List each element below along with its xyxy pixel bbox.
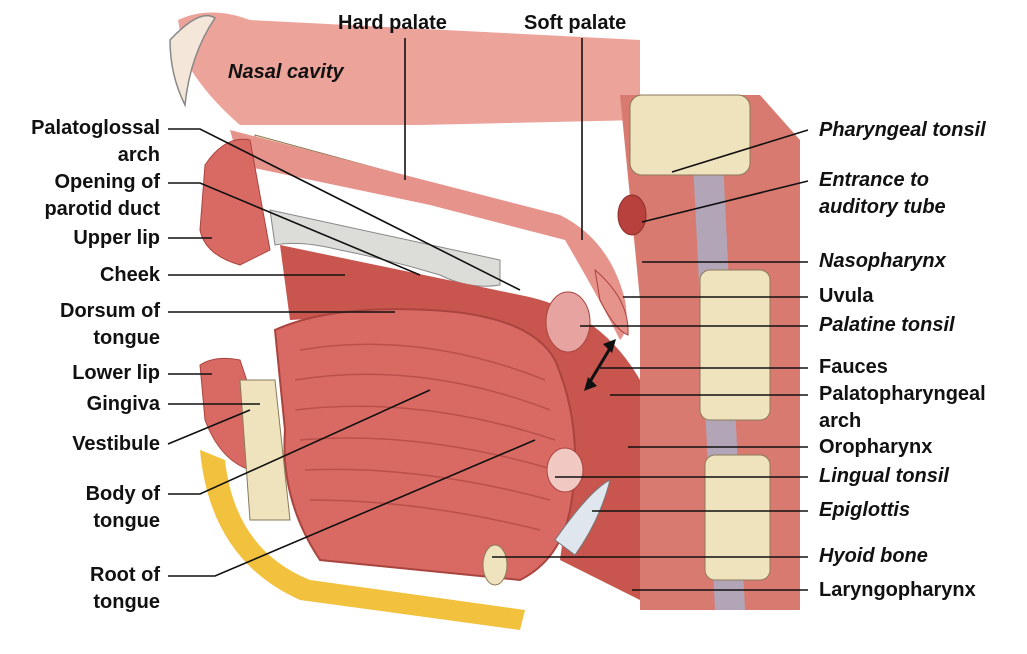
label-parotid-duct: Opening of parotid duct	[0, 169, 160, 223]
label-body-line2: tongue	[93, 510, 160, 532]
hyoid-bone-shape	[482, 544, 508, 586]
leader-lines	[167, 38, 809, 591]
epiglottis-shape	[554, 479, 611, 556]
tongue-shape	[273, 308, 576, 582]
uvula-shape	[594, 268, 629, 336]
label-palatine-tonsil: Palatine tonsil	[819, 314, 955, 336]
label-parotid-line2: parotid duct	[44, 198, 160, 220]
label-lingual-tonsil: Lingual tonsil	[819, 465, 949, 487]
vertebra-1	[699, 269, 771, 421]
vertebra-top	[629, 94, 751, 176]
label-dorsum-of-tongue: Dorsum of tongue	[0, 298, 160, 352]
palate-mucosa	[230, 130, 627, 340]
label-palatopharyngeal-line1: Palatopharyngeal	[819, 383, 986, 405]
leader-root	[168, 439, 536, 577]
label-nasopharynx: Nasopharynx	[819, 250, 946, 272]
label-parotid-line1: Opening of	[54, 171, 160, 193]
label-root-line1: Root of	[90, 564, 160, 586]
label-palatopharyngeal-line2: arch	[819, 410, 862, 432]
label-cheek: Cheek	[99, 264, 160, 286]
label-palatoglossal-arch: Palatoglossal arch	[0, 115, 160, 169]
label-dorsum-line2: tongue	[93, 327, 160, 349]
leader-pharyngeal-tonsil	[671, 129, 809, 173]
label-dorsum-line1: Dorsum of	[60, 300, 160, 322]
fauces-arrow	[586, 344, 614, 386]
anatomy-drawing	[169, 12, 800, 630]
label-palatoglossal-line2: arch	[117, 144, 160, 166]
leader-vestibule	[167, 409, 251, 445]
leader-body	[168, 389, 431, 495]
chin-fat	[200, 450, 525, 630]
label-body-line1: Body of	[85, 483, 160, 505]
label-uvula: Uvula	[819, 285, 874, 307]
label-gingiva: Gingiva	[86, 393, 160, 415]
label-oropharynx: Oropharynx	[819, 436, 933, 458]
label-auditory-line2: auditory tube	[819, 196, 946, 218]
fauces-arrowhead-bottom	[584, 377, 597, 391]
leader-auditory	[641, 180, 809, 223]
label-epiglottis: Epiglottis	[819, 499, 911, 521]
label-auditory-tube: Entrance to auditory tube	[819, 167, 946, 221]
label-body-of-tongue: Body of tongue	[0, 481, 160, 535]
label-vestibule: Vestibule	[72, 433, 160, 455]
leader-palatoglossal	[168, 128, 521, 291]
label-root-line2: tongue	[93, 591, 160, 613]
nasal-cavity-region	[178, 12, 640, 125]
label-upper-lip: Upper lip	[73, 227, 160, 249]
fauces-arrowhead-top	[603, 339, 616, 353]
label-hard-palate: Hard palate	[338, 12, 447, 34]
leader-parotid	[168, 182, 421, 276]
label-fauces: Fauces	[819, 356, 888, 378]
label-laryngopharynx: Laryngopharynx	[819, 579, 976, 601]
label-root-of-tongue: Root of tongue	[0, 562, 160, 616]
label-palatopharyngeal-arch: Palatopharyngeal arch	[819, 381, 986, 435]
label-palatoglossal-line1: Palatoglossal	[31, 117, 160, 139]
label-soft-palate: Soft palate	[524, 12, 627, 34]
label-hyoid-bone: Hyoid bone	[819, 545, 928, 567]
palatine-tonsil-shape	[545, 291, 591, 353]
upper-teeth	[269, 209, 501, 287]
nasal-cartilage	[169, 14, 217, 108]
label-auditory-line1: Entrance to	[819, 169, 930, 191]
tongue-fibers	[294, 343, 556, 531]
auditory-tube-opening	[617, 194, 647, 236]
label-nasal-cavity: Nasal cavity	[228, 61, 344, 83]
lingual-tonsil-shape	[546, 447, 584, 493]
label-pharyngeal-tonsil: Pharyngeal tonsil	[819, 119, 986, 141]
upper-lip-shape	[199, 138, 271, 266]
vertebra-2	[704, 454, 771, 581]
label-lower-lip: Lower lip	[72, 362, 160, 384]
